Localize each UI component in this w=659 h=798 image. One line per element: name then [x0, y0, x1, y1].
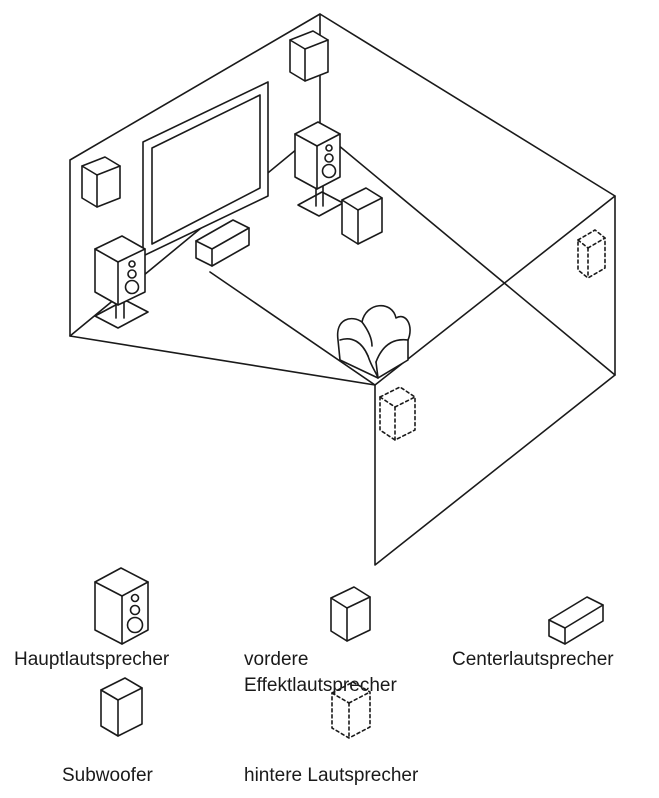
- legend-label-front-effect-line1: vordere: [244, 649, 309, 670]
- main-speaker-icon: [94, 567, 149, 645]
- projection-screen-icon: [142, 81, 269, 257]
- center-speaker-icon: [548, 596, 604, 645]
- main-speaker-icon: [294, 121, 344, 217]
- front-effect-speaker-icon: [81, 156, 121, 208]
- subwoofer-icon: [341, 187, 383, 245]
- subwoofer-icon: [100, 677, 143, 737]
- legend-label-subwoofer: Subwoofer: [62, 765, 153, 786]
- armchair-icon: [336, 304, 411, 379]
- front-effect-speaker-icon: [330, 586, 371, 642]
- rear-speaker-icon: [577, 229, 606, 279]
- center-speaker-icon: [195, 219, 250, 267]
- legend-label-front-effect-line2: Effektlautsprecher: [244, 675, 397, 696]
- legend-label-center-speaker: Centerlautsprecher: [452, 649, 614, 670]
- rear-speaker-icon: [379, 386, 416, 441]
- legend-label-main-speaker: Hauptlautsprecher: [14, 649, 170, 670]
- main-speaker-icon: [94, 235, 149, 329]
- front-effect-speaker-icon: [289, 30, 329, 82]
- room-outline: [69, 13, 616, 566]
- rear-speaker-icon: [331, 681, 371, 739]
- legend-label-rear-speaker: hintere Lautsprecher: [244, 765, 419, 786]
